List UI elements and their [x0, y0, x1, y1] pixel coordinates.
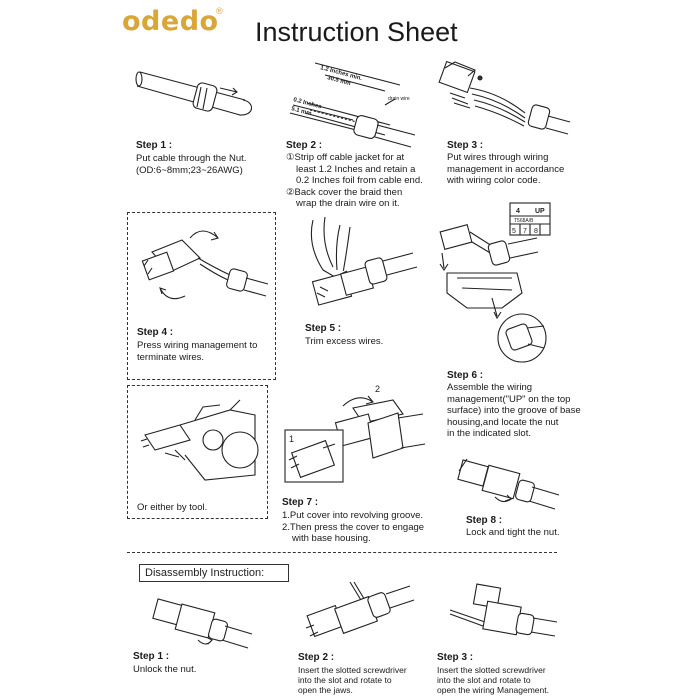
- step2-label-4: 5.1 mm: [290, 106, 312, 117]
- step5-title: Step 5 :: [305, 323, 342, 334]
- step1-text: Put cable through the Nut.(OD:6~8mm;23~2…: [136, 153, 247, 176]
- step8-text: Lock and tight the nut.: [466, 527, 560, 538]
- page-title: Instruction Sheet: [255, 17, 458, 47]
- step5-illustration: [310, 216, 418, 306]
- step2-drain-label: drain wire: [388, 96, 410, 102]
- step8-title: Step 8 :: [466, 515, 503, 526]
- step2-illustration: 1.2 Inches min. 30.5 mm 0.2 Inches 5.1 m…: [289, 62, 416, 148]
- step6-label-code: T568A/B: [514, 218, 534, 224]
- step1-illustration: [135, 71, 253, 116]
- step6-label-n3: 7: [523, 228, 527, 235]
- step5-text: Trim excess wires.: [305, 336, 384, 347]
- step4-title: Step 4 :: [137, 327, 174, 338]
- registered-mark: ®: [216, 6, 223, 16]
- tool-frame: [127, 385, 268, 519]
- disassembly-step3-illustration: [449, 583, 558, 637]
- dis-step1-text: Unlock the nut.: [133, 664, 197, 675]
- step7-illustration: 2 1: [284, 384, 426, 483]
- step2-text: ①Strip off cable jacket for at least 1.2…: [286, 152, 423, 209]
- step6-label-5: 5: [512, 228, 516, 235]
- tool-note: Or either by tool.: [137, 502, 208, 513]
- step4-illustration: [141, 230, 269, 300]
- step6-label-4: 4: [516, 208, 520, 215]
- step7-label-2: 2: [375, 384, 380, 394]
- step8-illustration: [457, 458, 560, 510]
- step3-title: Step 3 :: [447, 140, 484, 151]
- dis-step1-title: Step 1 :: [133, 651, 170, 662]
- dis-step2-title: Step 2 :: [298, 652, 335, 663]
- step6-title: Step 6 :: [447, 370, 484, 381]
- step7-title: Step 7 :: [282, 497, 319, 508]
- crimp-tool-illustration: [140, 399, 259, 481]
- step4-frame: [127, 212, 276, 380]
- step3-illustration: [438, 60, 571, 135]
- disassembly-step2-illustration: [305, 581, 415, 638]
- disassembly-heading: Disassembly Instruction:: [139, 564, 289, 582]
- step6-illustration: 4 UP T568A/B 5 7 8: [439, 202, 551, 363]
- step1-title: Step 1 :: [136, 140, 173, 151]
- dis-step3-title: Step 3 :: [437, 652, 474, 663]
- step6-label-up: UP: [535, 208, 545, 215]
- disassembly-divider: [127, 552, 557, 553]
- step2-title: Step 2 :: [286, 140, 323, 151]
- disassembly-step1-illustration: [152, 598, 253, 649]
- step7-text: 1.Put cover into revolving groove. 2.The…: [282, 510, 425, 544]
- step7-label-1: 1: [289, 434, 294, 444]
- brand-logo: odedo: [122, 6, 219, 37]
- step6-label-n4: 8: [534, 228, 538, 235]
